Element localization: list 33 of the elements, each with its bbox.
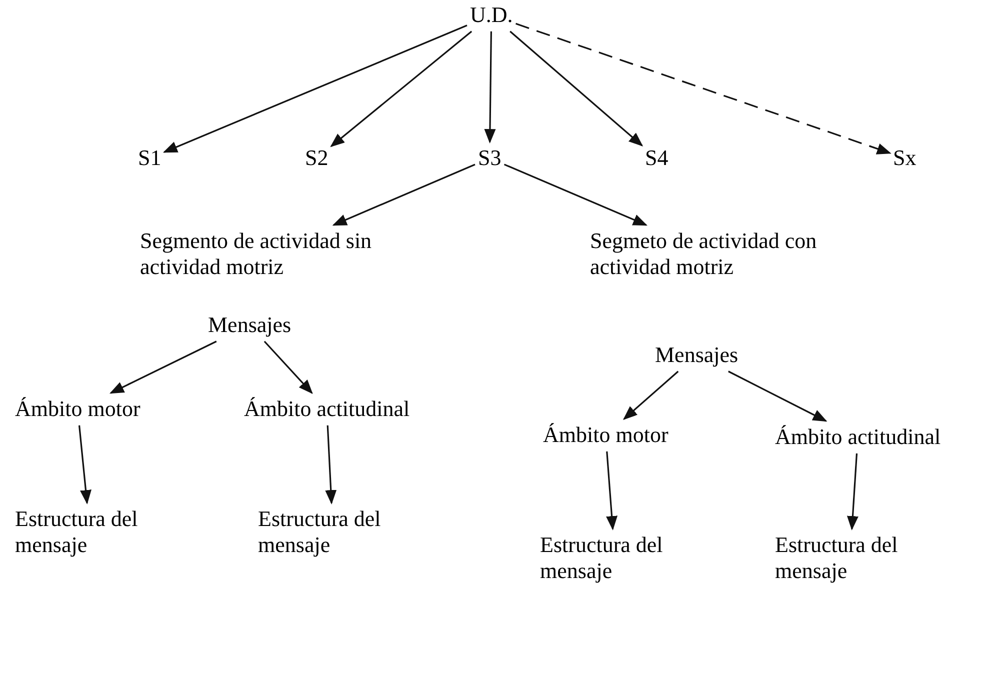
arrow — [78, 425, 92, 504]
arrow — [728, 370, 828, 422]
arrow — [516, 22, 892, 154]
arrow — [622, 370, 679, 420]
node-label: Estructura del mensaje — [258, 506, 408, 559]
arrow — [330, 30, 472, 148]
node-label: Segmeto de actividad con actividad motriz — [590, 228, 840, 281]
node-label: Mensajes — [655, 342, 738, 368]
arrow — [606, 451, 618, 530]
node-label: S3 — [478, 145, 502, 172]
node-label: U.D. — [470, 2, 513, 28]
arrow — [110, 340, 217, 394]
node-label: S1 — [138, 145, 162, 172]
node-label: Ámbito motor — [543, 422, 668, 448]
arrow — [325, 425, 337, 504]
node-label: Ámbito actitudinal — [244, 396, 410, 422]
node-label: Segmento de actividad sin actividad motriz — [140, 228, 390, 281]
arrow — [484, 31, 496, 144]
node-label: Mensajes — [208, 312, 292, 338]
node-label: S4 — [645, 145, 668, 172]
arrow — [846, 453, 858, 530]
node-label: Sx — [893, 145, 916, 172]
node-label: Ámbito actitudinal — [775, 424, 941, 450]
arrow — [332, 164, 476, 226]
node-label: S2 — [305, 145, 328, 172]
arrow — [510, 30, 644, 146]
node-label: Estructura del mensaje — [15, 506, 165, 559]
arrow — [162, 24, 468, 153]
node-label: Estructura del mensaje — [775, 532, 925, 585]
arrow — [264, 340, 313, 394]
node-label: Ámbito motor — [15, 396, 140, 422]
node-label: Estructura del mensaje — [540, 532, 690, 585]
arrow — [504, 164, 648, 226]
